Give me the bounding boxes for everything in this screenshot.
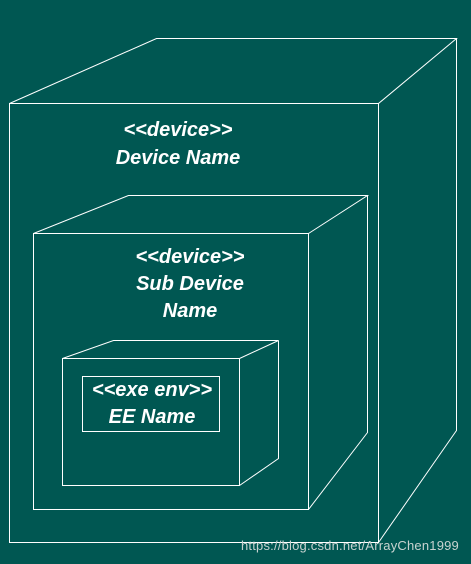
outer-node-top-face xyxy=(9,38,458,104)
sub-node-side-face xyxy=(308,195,368,510)
ee-name: EE Name xyxy=(108,406,196,428)
sub-node-top-face xyxy=(33,195,370,234)
outer-node-stereotype: <<device>> xyxy=(123,119,233,141)
ee-node-top-face xyxy=(62,340,279,359)
sub-node-name-line2: Name xyxy=(162,300,218,322)
outer-node-name: Device Name xyxy=(115,147,241,169)
ee-node-side-face xyxy=(239,340,279,486)
outer-device-node xyxy=(9,38,458,543)
exec-env-node xyxy=(62,340,279,486)
watermark-text: https://blog.csdn.net/ArrayChen1999 xyxy=(240,538,459,553)
ee-node-front-face xyxy=(62,358,240,486)
ee-label-box xyxy=(82,376,220,432)
outer-node-front-face xyxy=(9,103,379,543)
ee-stereotype: <<exe env>> xyxy=(91,379,213,401)
outer-node-side-face xyxy=(378,38,457,543)
sub-device-node xyxy=(33,195,370,510)
sub-node-front-face xyxy=(33,233,309,510)
sub-node-stereotype: <<device>> xyxy=(135,246,245,268)
sub-node-name-line1: Sub Device xyxy=(136,273,244,295)
